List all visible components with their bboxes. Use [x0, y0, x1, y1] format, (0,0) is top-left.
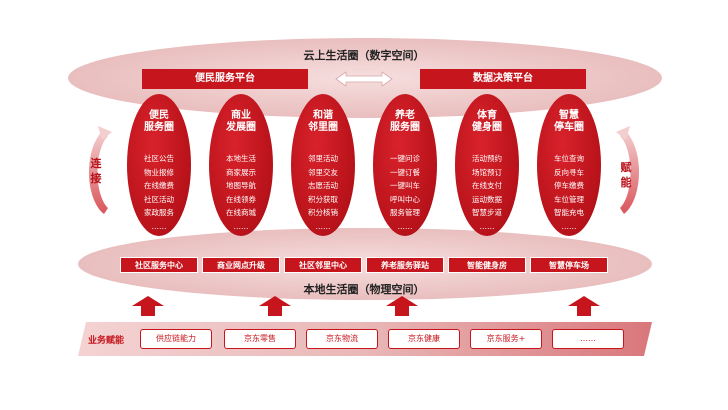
business-item-more: ……: [552, 329, 624, 349]
oval-smart-parking: 智慧停车圈 车位查询 反向寻车 停车缴费 车位管理 智能充电 ……: [537, 94, 601, 236]
oval-item: 积分核销: [308, 208, 338, 217]
oval-item: 车位查询: [554, 154, 584, 163]
side-label-empower: 赋能: [620, 161, 632, 189]
oval-item: 积分获取: [308, 194, 338, 204]
oval-item: 呼叫中心: [390, 194, 420, 204]
oval-item: 场馆预订: [472, 167, 502, 177]
right-curved-arrow-icon: [616, 126, 639, 214]
up-arrow-icon: [386, 296, 418, 316]
oval-title-line: 商业: [231, 110, 251, 121]
oval-item: 智能充电: [554, 208, 584, 217]
oval-item: ……: [233, 221, 249, 231]
oval-item: ……: [315, 221, 331, 231]
local-box-neighborhood-center: 社区邻里中心: [284, 257, 362, 273]
oval-title-line: 服务圈: [390, 122, 420, 133]
business-empower-label: 业务赋能: [88, 336, 125, 346]
business-item-jd-health: 京东健康: [388, 329, 460, 349]
oval-item: ……: [151, 221, 167, 231]
oval-title-line: 便民: [149, 110, 169, 121]
oval-item: 反向寻车: [554, 167, 584, 177]
oval-item: 在线支付: [472, 181, 502, 190]
oval-title-line: 发展圈: [226, 122, 256, 133]
oval-item: 车位管理: [554, 194, 584, 204]
oval-title-line: 体育: [477, 110, 497, 121]
oval-item: 邻里交友: [308, 167, 338, 177]
up-arrow-icon: [132, 296, 164, 316]
oval-item: 志愿活动: [308, 181, 338, 190]
oval-convenience-service: 便民服务圈 社区公告 物业报修 在线缴费 社区活动 家政服务 ……: [127, 94, 191, 236]
oval-item: 服务管理: [390, 208, 420, 217]
cloud-circle-title: 云上生活圈（数字空间）: [303, 49, 425, 62]
up-arrow-icon: [259, 296, 291, 316]
oval-title-line: 和谐: [313, 110, 333, 121]
oval-sports-fitness: 体育健身圈 活动预约 场馆预订 在线支付 运动数据 智慧步道 ……: [455, 94, 519, 236]
oval-title-line: 健身圈: [472, 122, 502, 133]
oval-item: 家政服务: [144, 208, 174, 217]
platform-bar-data-decision: 数据决策平台: [420, 69, 586, 89]
oval-item: 邻里活动: [308, 154, 338, 163]
oval-item: 商家展示: [226, 167, 256, 177]
oval-item: 在线领券: [226, 194, 256, 204]
left-curved-arrow-icon: [89, 126, 112, 214]
local-box-smart-parking-lot: 智慧停车场: [530, 257, 608, 273]
oval-item: 一键订餐: [390, 167, 420, 177]
business-item-jd-services: 京东服务+: [470, 329, 542, 349]
oval-item: 物业报修: [144, 167, 174, 177]
oval-item: 在线商城: [226, 208, 256, 217]
oval-item: 活动预约: [472, 154, 502, 163]
oval-item: 一键问诊: [390, 154, 420, 163]
local-box-elderly-station: 养老服务驿站: [366, 257, 444, 273]
local-box-community-service-center: 社区服务中心: [120, 257, 198, 273]
local-circle-title: 本地生活圈（物理空间）: [303, 283, 425, 296]
oval-title-line: 智慧: [559, 110, 579, 121]
oval-item: 智慧步道: [472, 208, 502, 217]
oval-title-line: 停车圈: [554, 122, 584, 133]
oval-item: 一键叫车: [390, 181, 420, 190]
oval-business-development: 商业发展圈 本地生活 商家展示 地图导航 在线领券 在线商城 ……: [209, 94, 273, 236]
oval-item: 在线缴费: [144, 181, 174, 190]
local-box-commercial-upgrade: 商业网点升级: [202, 257, 280, 273]
oval-item: 停车缴费: [554, 181, 584, 190]
oval-item: 本地生活: [226, 154, 256, 163]
oval-item: ……: [561, 221, 577, 231]
oval-item: ……: [397, 221, 413, 231]
oval-item: 社区公告: [144, 154, 174, 163]
oval-title-line: 养老: [395, 110, 415, 121]
oval-harmonious-neighborhood: 和谐邻里圈 邻里活动 邻里交友 志愿活动 积分获取 积分核销 ……: [291, 94, 355, 236]
oval-item: ……: [479, 221, 495, 231]
oval-item: 地图导航: [226, 181, 256, 190]
oval-item: 运动数据: [472, 194, 502, 204]
oval-title-line: 邻里圈: [308, 122, 338, 133]
oval-title-line: 服务圈: [144, 122, 174, 133]
up-arrow-icon: [568, 296, 600, 316]
side-label-connect: 连接: [90, 157, 102, 185]
business-item-jd-logistics: 京东物流: [306, 329, 378, 349]
business-item-supply-chain: 供应链能力: [140, 329, 212, 349]
oval-elderly-care: 养老服务圈 一键问诊 一键订餐 一键叫车 呼叫中心 服务管理 ……: [373, 94, 437, 236]
double-arrow-icon: [335, 71, 393, 87]
oval-item: 社区活动: [144, 194, 174, 204]
platform-bar-convenience: 便民服务平台: [142, 69, 308, 89]
local-box-smart-gym: 智能健身房: [448, 257, 526, 273]
business-item-jd-retail: 京东零售: [224, 329, 296, 349]
